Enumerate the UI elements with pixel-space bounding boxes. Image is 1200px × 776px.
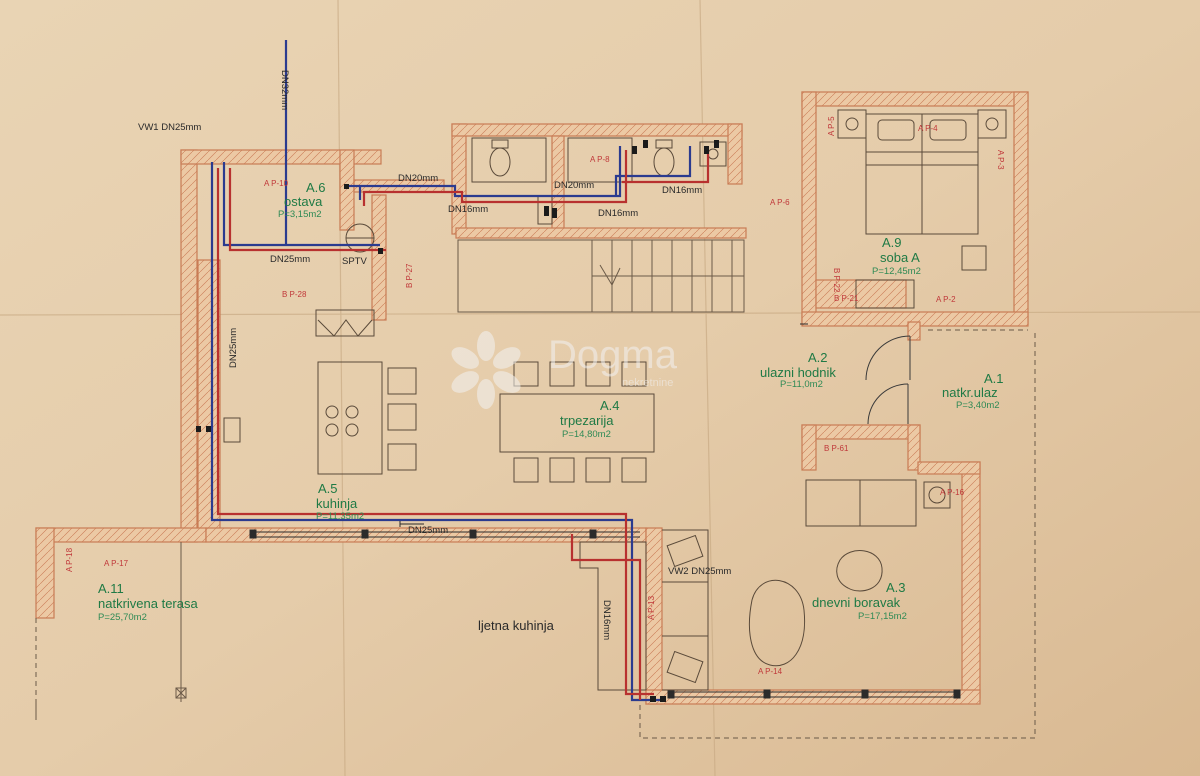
pipe-label-vw2: VW2 DN25mm — [668, 566, 731, 577]
room-a4-code: A.4 — [600, 398, 620, 413]
pipe-ends — [196, 140, 719, 702]
bedroom-furniture — [837, 109, 1007, 309]
room-a6-name: ostava — [284, 194, 323, 209]
room-a4-area: P=14,80m2 — [562, 429, 611, 440]
room-a5-area: P=11,35m2 — [316, 511, 364, 522]
pipe-labels: DN32mm VW1 DN25mm DN20mm DN20mm DN16mm D… — [138, 70, 731, 640]
doors — [865, 335, 911, 425]
ap-label-18: A P-18 — [65, 547, 74, 572]
pipe-label-dn16a: DN16mm — [448, 204, 488, 215]
ap-label-2: A P-2 — [936, 295, 956, 304]
room-a2-code: A.2 — [808, 350, 828, 365]
room-a5-name: kuhinja — [316, 496, 358, 511]
ap-label-22: B P-22 — [832, 268, 841, 293]
ap-label-8: A P-8 — [590, 155, 610, 164]
room-a6-code: A.6 — [306, 180, 326, 195]
room-a9-code: A.9 — [882, 235, 902, 250]
pipe-label-dn16c: DN16mm — [662, 185, 702, 196]
windows — [249, 529, 961, 699]
water-pipes-red — [216, 150, 710, 700]
room-a3-code: A.3 — [886, 580, 906, 595]
pipe-label-vw1: VW1 DN25mm — [138, 122, 201, 133]
room-a11-code: A.11 — [98, 581, 124, 596]
kitchen-furniture — [223, 223, 417, 475]
room-a2-area: P=11,0m2 — [780, 379, 823, 390]
room-a3-area: P=17,15m2 — [858, 611, 907, 622]
ap-label-28: B P-28 — [282, 290, 307, 299]
pipe-label-dn25b: DN25mm — [228, 328, 239, 368]
ap-label-13: A P-13 — [647, 595, 656, 620]
ap-label-6: A P-6 — [770, 198, 790, 207]
dining-set — [499, 361, 655, 483]
room-a9-name: soba A — [880, 250, 920, 265]
room-a11-name: natkrivena terasa — [98, 596, 198, 611]
pipe-label-dn16d: DN16mm — [601, 600, 612, 640]
watermark-name: Dogma — [548, 333, 678, 377]
watermark-tagline: nekretnine — [622, 377, 673, 389]
summer-kitchen-counter — [579, 541, 647, 691]
pipe-label-dn20b: DN20mm — [554, 180, 594, 191]
pipe-label-dn20a: DN20mm — [398, 173, 438, 184]
room-a1-code: A.1 — [984, 371, 1004, 386]
ap-label-5: A P-5 — [827, 116, 836, 136]
staircase — [457, 239, 745, 313]
pipe-label-sptv: SPTV — [342, 256, 367, 267]
watermark: Dogma nekretnine — [451, 331, 678, 409]
room-a3-name: dnevni boravak — [812, 595, 901, 610]
room-a11-area: P=25,70m2 — [98, 612, 147, 623]
room-a9-area: P=12,45m2 — [872, 266, 921, 277]
ap-label-17: A P-17 — [104, 559, 129, 568]
ap-label-21: B P-21 — [834, 294, 859, 303]
ap-markers: A P-10 B P-28 B P-27 A P-8 A P-4 A P-3 A… — [65, 116, 1005, 676]
terrace-lines — [35, 542, 187, 720]
pipe-label-dn25a: DN25mm — [270, 254, 310, 265]
room-a2-name: ulazni hodnik — [760, 365, 836, 380]
living-furniture — [662, 479, 951, 691]
room-labels: A.6 ostava P=3,15m2 A.9 soba A P=12,45m2… — [98, 180, 1004, 633]
pipe-label-dn32: DN32mm — [279, 70, 290, 110]
ap-label-10: A P-10 — [264, 179, 289, 188]
ap-label-3: A P-3 — [996, 150, 1005, 170]
room-a6-area: P=3,15m2 — [278, 209, 322, 220]
ap-label-16: A P-16 — [940, 488, 965, 497]
water-pipes-blue — [210, 40, 692, 702]
pipe-label-dn25c: DN25mm — [408, 525, 448, 536]
room-a4-name: trpezarija — [560, 413, 614, 428]
room-a5-code: A.5 — [318, 481, 338, 496]
ap-label-61: B P-61 — [824, 444, 849, 453]
pipe-label-dn16b: DN16mm — [598, 208, 638, 219]
ap-label-4: A P-4 — [918, 124, 938, 133]
room-a1-area: P=3,40m2 — [956, 400, 1000, 411]
room-a1-name: natkr.ulaz — [942, 385, 998, 400]
summer-kitchen-label: ljetna kuhinja — [478, 618, 555, 633]
ap-label-14: A P-14 — [758, 667, 783, 676]
watermark-flower-icon — [451, 331, 521, 409]
terrace-outline — [35, 329, 1036, 739]
ap-label-27: B P-27 — [405, 263, 414, 288]
dimension-markers — [399, 323, 808, 527]
